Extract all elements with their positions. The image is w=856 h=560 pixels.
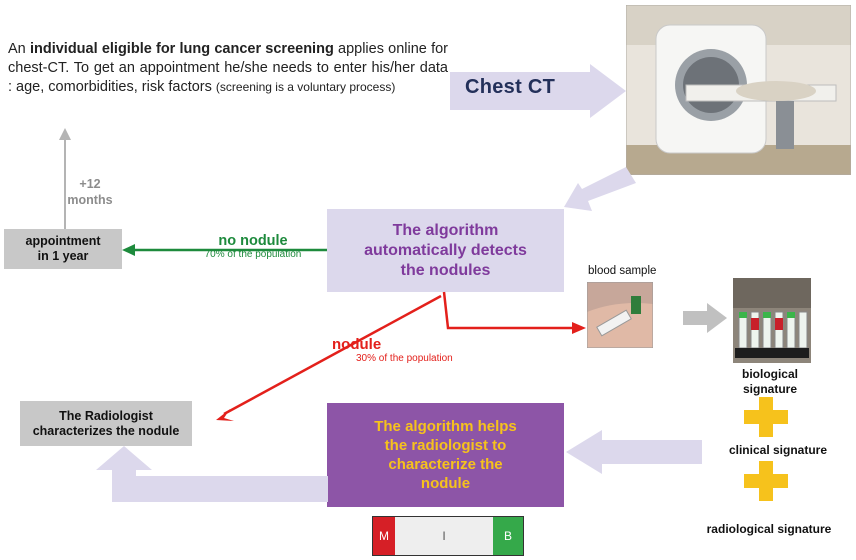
blood-sample-photo [587,282,653,348]
ct-scanner-photo [626,5,851,175]
chest-ct-label: Chest CT [465,76,556,98]
radiological-signature-label: radiological signature [706,522,832,536]
blood-to-tubes-arrow [683,303,727,333]
nodule-label: nodule 30% of the population [332,336,453,364]
followup-label: +12 months [67,177,113,207]
intro-text: An individual eligible for lung cancer s… [8,41,448,95]
chest-ct-arrow [450,64,626,118]
malignancy-scale: M I B [372,516,524,556]
appointment-box: appointment in 1 year [4,229,122,269]
biological-signature-label: biological signature [741,367,798,396]
blood-tubes-photo [733,278,811,363]
scale-i: I [395,517,493,555]
no-nodule-arrow [122,244,328,256]
plus-icon [744,461,788,501]
algorithm-to-radiologist-arrow [96,446,328,502]
clinical-signature-label: clinical signature [728,443,828,457]
plus-icon [744,397,788,437]
nodule-arrows [216,291,586,421]
scale-m: M [373,517,395,555]
algorithm-helps-box: The algorithm helps the radiologist to c… [327,403,564,507]
followup-up-arrow [59,128,71,232]
blood-sample-label: blood sample [588,265,657,277]
ct-to-algorithm-arrow [564,167,636,211]
scale-b: B [493,517,523,555]
radiologist-box: The Radiologist characterizes the nodule [20,401,192,446]
signatures-to-algorithm-arrow [566,430,702,474]
no-nodule-label: no nodule 70% of the population [204,233,302,260]
algorithm-detects-box: The algorithm automatically detects the … [327,209,564,292]
